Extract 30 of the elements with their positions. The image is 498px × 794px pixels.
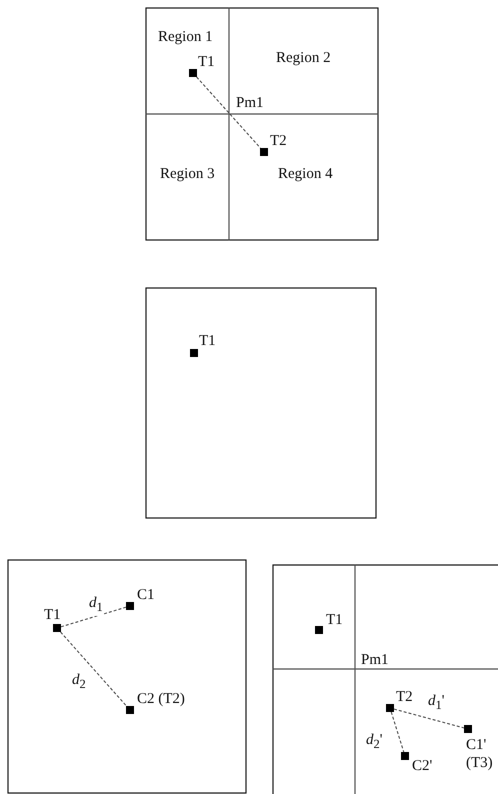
dashed-line [196, 76, 261, 148]
point-label: C1 [137, 586, 155, 604]
point-label: C2' [412, 757, 432, 775]
region-label: Region 4 [278, 165, 333, 183]
data-point [386, 688, 413, 712]
data-point [190, 332, 216, 357]
dashed-line [390, 712, 404, 752]
data-point [189, 53, 215, 77]
region-label: Region 2 [276, 49, 331, 67]
data-point [315, 611, 343, 634]
point-label: Pm1 [361, 651, 389, 669]
dashed-line [60, 632, 127, 706]
point-label: T1 [44, 606, 61, 624]
data-point [126, 586, 155, 610]
point-label: C1' (T3) [466, 736, 494, 772]
point-label: T1 [199, 332, 216, 350]
point-label: T2 [270, 132, 287, 150]
dashed-line [60, 606, 126, 628]
data-point [260, 132, 287, 156]
data-point [44, 606, 61, 632]
point-label: T1 [198, 53, 215, 71]
point-label: T1 [326, 611, 343, 629]
edge-label: d$_{1}$ [89, 594, 103, 616]
point-label: T2 [396, 688, 413, 706]
dashed-line [394, 708, 464, 728]
data-point [126, 690, 185, 714]
point-label: Pm1 [236, 94, 264, 112]
point-label: C2 (T2) [137, 690, 185, 708]
region-label: Region 3 [160, 165, 215, 183]
region-label: Region 1 [158, 28, 213, 46]
